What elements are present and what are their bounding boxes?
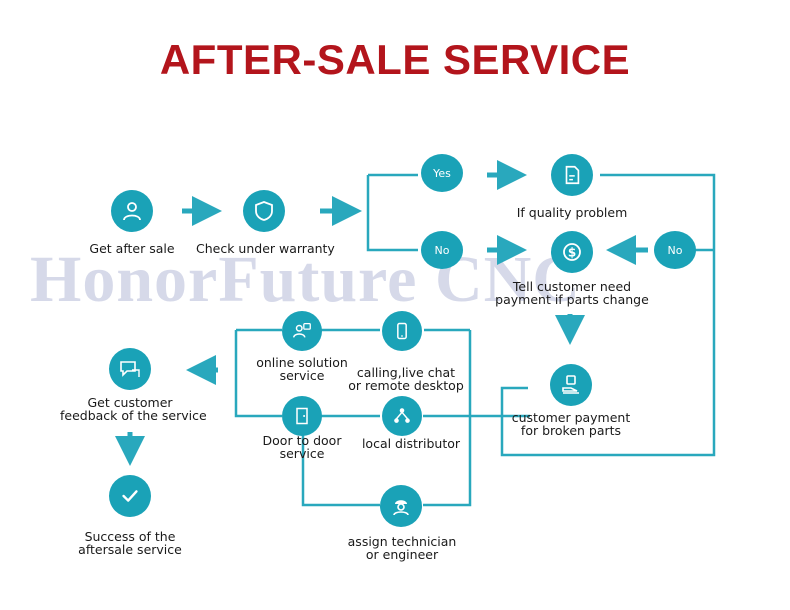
technician-label: assign technician or engineer [342,535,462,561]
calling-label: calling,live chat or remote desktop [344,366,468,392]
phone-icon [397,322,407,340]
customer-payment-line1: customer payment [511,410,631,425]
online-solution-node [282,311,322,351]
page-title: AFTER-SALE SERVICE [159,36,631,83]
decision-bracket [366,173,418,252]
no-label-top: No [434,243,450,257]
check-icon [122,490,138,502]
quality-problem-node [551,154,593,196]
tell-customer-line1: Tell customer need [512,279,632,294]
success-node [109,475,151,517]
online-solution-line2: service [279,368,325,383]
feedback-line2: feedback of the service [60,408,207,423]
customer-payment-node [550,364,592,406]
dollar-icon: $ [563,243,581,261]
calling-line1: calling,live chat [356,365,456,380]
shield-icon [255,201,273,221]
technician-line2: or engineer [365,547,439,562]
user-icon [123,202,141,221]
technician-node [380,485,422,527]
check-warranty-label: Check under warranty [196,241,335,256]
feedback-line1: Get customer [87,395,173,410]
check-warranty-node [243,190,285,232]
door-to-door-label: Door to door service [250,434,354,460]
get-after-sale-label: Get after sale [89,241,175,256]
door-icon [296,407,308,425]
no-node-right: No [654,231,696,269]
customer-payment-label: customer payment for broken parts [505,411,637,437]
outer-loop-line [500,173,716,457]
get-after-sale-node [111,190,153,232]
no-node-top: No [421,231,463,269]
door-to-door-node [282,396,322,436]
tell-customer-node: $ [551,231,593,273]
watermark-text: HonorFuture CNC [30,243,581,316]
engineer-icon [393,500,409,516]
success-line1: Success of the [84,529,176,544]
payment-icon [562,375,579,394]
local-distributor-node [382,396,422,436]
technician-line1: assign technician [347,534,457,549]
network-icon [394,408,410,423]
service-network-lines [234,328,472,507]
calling-node [382,311,422,351]
yes-node: Yes [421,154,463,192]
tell-customer-line2: payment if parts change [495,292,649,307]
success-label: Success of the aftersale service [70,530,190,556]
quality-problem-label: If quality problem [516,205,628,220]
online-solution-line1: online solution [256,355,348,370]
success-line2: aftersale service [78,542,182,557]
feedback-label: Get customer feedback of the service [60,395,207,423]
yes-label: Yes [433,166,451,180]
svg-text:$: $ [568,246,576,260]
feedback-icon [120,361,140,377]
document-icon [565,165,580,185]
door-to-door-line2: service [279,446,325,461]
tell-customer-label: Tell customer need payment if parts chan… [492,280,652,306]
customer-payment-line2: for broken parts [520,423,622,438]
no-label-right: No [667,243,683,257]
door-to-door-line1: Door to door [262,433,342,448]
feedback-node [109,348,151,390]
calling-line2: or remote desktop [348,378,464,393]
local-distributor-label: local distributor [361,436,461,451]
online-solution-label: online solution service [243,356,361,382]
chat-icon [293,323,311,338]
